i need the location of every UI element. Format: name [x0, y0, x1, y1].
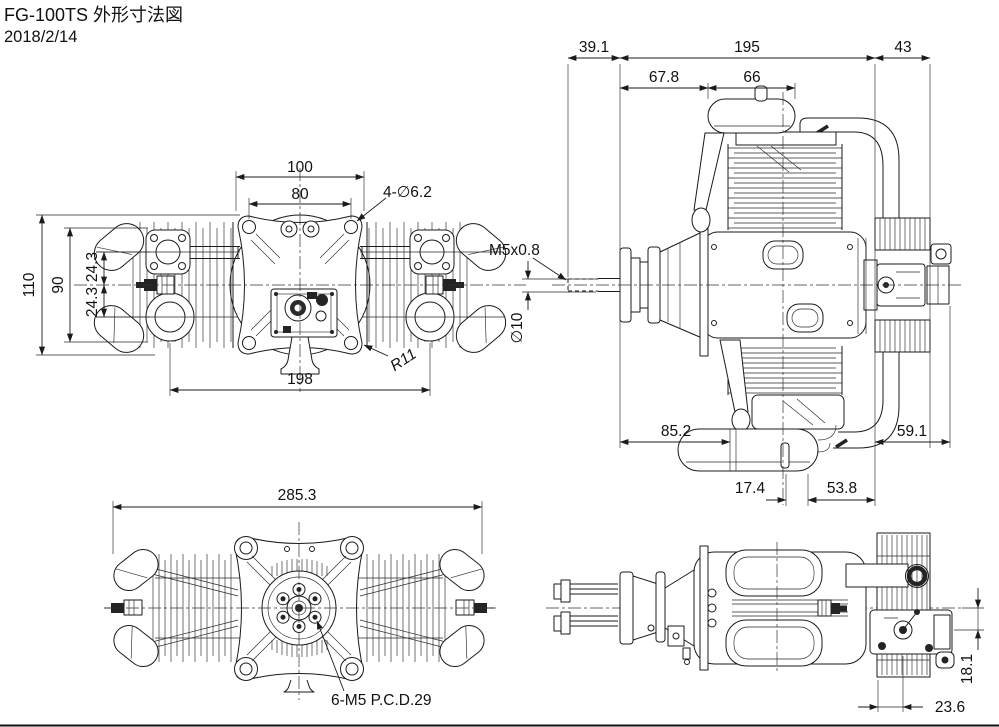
- dim-side-front-length: 85.2: [661, 423, 691, 440]
- mount-plate-edge: [699, 545, 709, 671]
- exhaust-outlet: [845, 563, 929, 588]
- dim-front-port-upper: 24.3: [84, 252, 101, 282]
- dim-front-port-lower: 24.3: [84, 287, 101, 317]
- tappet-cover: [691, 207, 711, 233]
- mount-hole: [242, 336, 256, 350]
- dim-rear-overall-width: 285.3: [278, 487, 317, 504]
- drawing-date: 2018/2/14: [4, 28, 77, 46]
- airbox-lower: [677, 428, 819, 472]
- rear-cylinder-left: [104, 548, 239, 668]
- front-cylinder-left: [93, 222, 240, 353]
- label-front-mount-holes: 4-∅6.2: [383, 184, 432, 201]
- top-carburetor: [869, 609, 953, 655]
- top-dimensions: 18.1 23.6: [858, 588, 984, 716]
- dim-front-fin-height: 90: [50, 276, 67, 294]
- cooling-fins: [728, 347, 842, 394]
- dim-side-rear-offset: 53.8: [827, 480, 857, 497]
- airbox-upper: [707, 98, 796, 134]
- tappet-cover: [731, 408, 751, 432]
- label-prop-bolt-pattern: 6-M5 P.C.D.29: [331, 692, 432, 709]
- rocker-cover: [725, 549, 823, 597]
- dim-front-plate-width: 100: [287, 159, 313, 176]
- side-cylinder-lower: [677, 339, 845, 472]
- dim-front-overall-height: 110: [21, 272, 38, 297]
- dim-top-carb-horizontal-offset: 23.6: [935, 699, 965, 716]
- side-dimensions: 39.1 195 43 67.8 66 85.2 59.1 17.4 53.8 …: [489, 39, 984, 631]
- label-shaft-diameter: ∅10: [509, 312, 526, 343]
- dim-front-hole-spacing: 80: [291, 186, 309, 203]
- mount-hole: [242, 220, 256, 234]
- front-dimensions: 110 90 24.3 24.3 100 80 198 4-∅6.2 R11: [21, 159, 432, 396]
- dim-front-port-span: 198: [287, 371, 313, 388]
- dim-side-body-length: 195: [734, 39, 760, 56]
- dim-top-carb-vertical-offset: 18.1: [959, 654, 976, 684]
- side-view: 39.1 195 43 67.8 66 85.2 59.1 17.4 53.8 …: [489, 39, 984, 631]
- drawing-title: FG-100TS 外形寸法図: [4, 5, 183, 25]
- rear-dimensions: 285.3 6-M5 P.C.D.29: [112, 487, 483, 709]
- front-view: 110 90 24.3 24.3 100 80 198 4-∅6.2 R11: [21, 159, 526, 396]
- title-block: FG-100TS 外形寸法図 2018/2/14: [4, 5, 183, 46]
- dim-side-offset: 17.4: [735, 480, 766, 497]
- label-front-corner-radius: R11: [387, 346, 419, 375]
- front-cylinder-right: [359, 216, 514, 360]
- top-view: 18.1 23.6: [546, 532, 984, 716]
- cooling-fins: [728, 147, 842, 229]
- top-prop-hub: [553, 569, 695, 647]
- spark-plug-top: [817, 599, 847, 617]
- dim-side-shaft-length: 39.1: [579, 39, 609, 56]
- dim-side-muffler-width: 43: [894, 39, 911, 56]
- top-rear-muffler: [876, 532, 931, 678]
- mount-hole: [344, 336, 358, 350]
- side-cylinder-upper: [691, 85, 843, 233]
- dim-side-hub-to-airbox: 67.8: [649, 69, 679, 86]
- mount-hole: [344, 220, 358, 234]
- rear-view: 285.3 6-M5 P.C.D.29: [104, 487, 496, 709]
- label-prop-thread: M5x0.8: [489, 242, 540, 259]
- rear-muffler: [874, 217, 952, 353]
- rocker-cover: [725, 619, 823, 667]
- dim-side-airbox-length: 66: [743, 69, 760, 86]
- dim-side-rear-length: 59.1: [897, 423, 927, 440]
- carburetor: [270, 288, 338, 338]
